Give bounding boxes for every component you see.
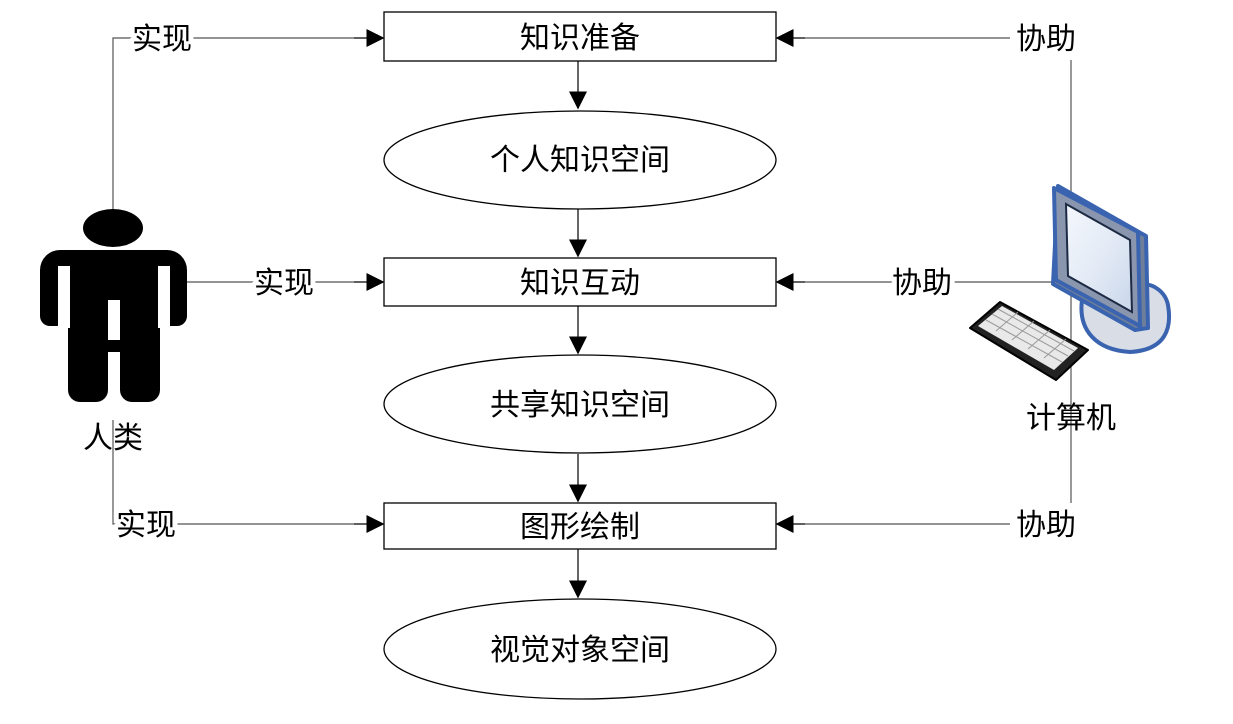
step-box-graphic-drawing: 图形绘制	[383, 502, 777, 550]
svg-text:知识准备: 知识准备	[520, 21, 640, 56]
computer-connector-1: 协助	[775, 17, 1081, 62]
svg-text:协助: 协助	[892, 266, 952, 301]
svg-text:实现: 实现	[132, 22, 192, 57]
computer-label: 计算机	[1026, 401, 1116, 436]
human-figure-icon	[40, 209, 187, 402]
step-box-knowledge-prep: 知识准备	[383, 11, 777, 62]
svg-text:图形绘制: 图形绘制	[520, 510, 640, 545]
svg-text:共享知识空间: 共享知识空间	[490, 388, 670, 423]
svg-text:知识互动: 知识互动	[520, 266, 640, 301]
human-connector-3: 实现	[111, 420, 385, 548]
human-connector-2: 实现	[185, 261, 385, 306]
space-ellipse-visual: 视觉对象空间	[383, 598, 777, 700]
step-box-knowledge-interaction: 知识互动	[383, 257, 777, 307]
svg-text:实现: 实现	[254, 266, 314, 301]
svg-text:个人知识空间: 个人知识空间	[490, 143, 670, 178]
human-label: 人类	[83, 421, 143, 456]
computer-connector-2: 协助	[775, 261, 1060, 306]
svg-text:协助: 协助	[1016, 22, 1076, 57]
human-connector-1: 实现	[112, 17, 385, 218]
computer-connector-3: 协助	[775, 503, 1081, 548]
svg-text:实现: 实现	[116, 508, 176, 543]
space-ellipse-shared: 共享知识空间	[383, 354, 777, 454]
computer-icon	[969, 184, 1172, 381]
space-ellipse-personal: 个人知识空间	[383, 110, 777, 210]
svg-text:视觉对象空间: 视觉对象空间	[490, 633, 670, 668]
svg-text:协助: 协助	[1016, 508, 1076, 543]
